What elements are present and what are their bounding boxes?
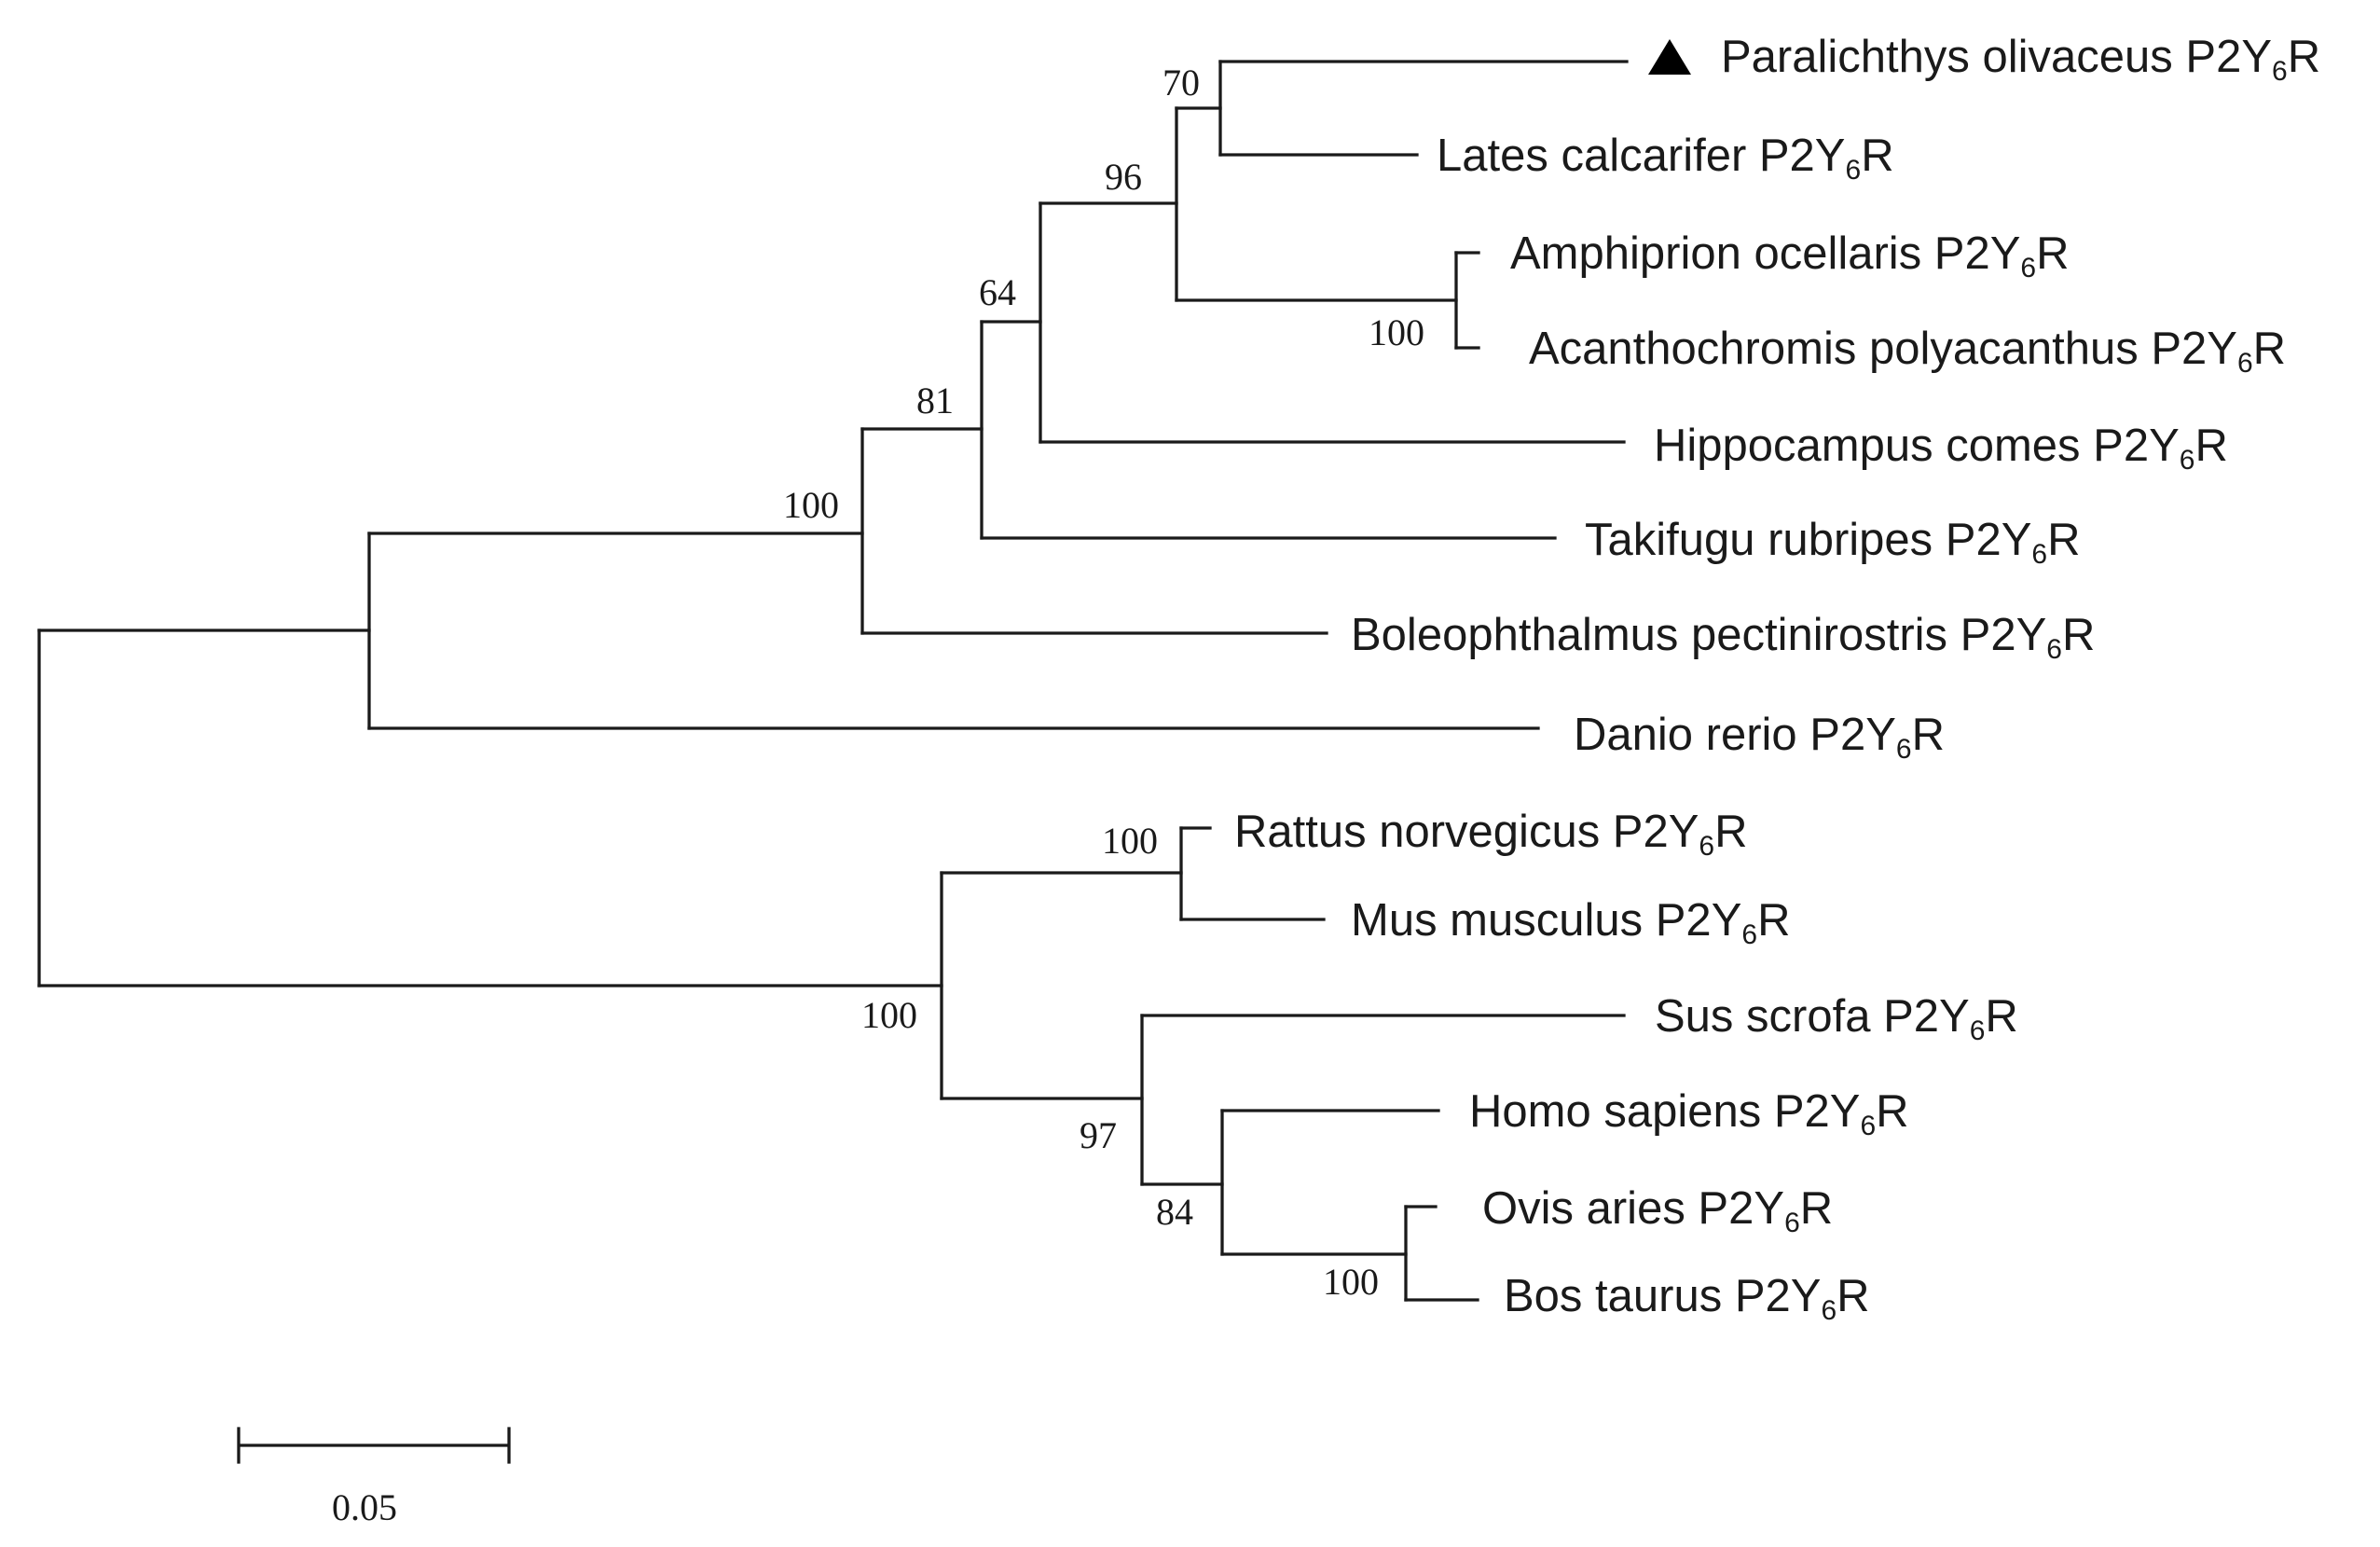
bootstrap-values: 70 96 100 64 81 100 100 100 97 84 100	[783, 62, 1424, 1303]
taxon-label-homo: Homo sapiens P2Y6R	[1469, 1086, 1909, 1141]
filled-triangle-icon	[1648, 39, 1691, 75]
bootstrap-value: 81	[916, 380, 954, 421]
taxon-label-lates: Lates calcarifer P2Y6R	[1437, 131, 1894, 186]
bootstrap-value: 100	[1323, 1261, 1379, 1303]
taxon-label-bos: Bos taurus P2Y6R	[1504, 1271, 1870, 1326]
bootstrap-value: 96	[1105, 156, 1142, 198]
taxon-label-paralichthys: Paralichthys olivaceus P2Y6R	[1721, 32, 2320, 87]
scale-bar-label: 0.05	[332, 1486, 397, 1528]
taxon-label-amphiprion: Amphiprion ocellaris P2Y6R	[1510, 228, 2070, 283]
taxon-label-danio: Danio rerio P2Y6R	[1574, 710, 1945, 765]
taxon-label-takifugu: Takifugu rubripes P2Y6R	[1585, 515, 2080, 570]
bootstrap-value: 84	[1156, 1191, 1193, 1233]
scale-bar: 0.05	[237, 1427, 511, 1528]
taxon-label-ovis: Ovis aries P2Y6R	[1482, 1183, 1833, 1238]
taxon-label-sus: Sus scrofa P2Y6R	[1655, 991, 2018, 1046]
bootstrap-value: 100	[861, 994, 917, 1036]
taxon-label-acanthochromis: Acanthochromis polyacanthus P2Y6R	[1529, 324, 2286, 379]
bootstrap-value: 100	[783, 484, 839, 526]
taxon-labels: Paralichthys olivaceus P2Y6R Lates calca…	[1234, 32, 2320, 1326]
scale-bar-line	[237, 1427, 511, 1464]
taxon-label-rattus: Rattus norvegicus P2Y6R	[1234, 807, 1748, 862]
bootstrap-value: 100	[1102, 820, 1158, 862]
bootstrap-value: 64	[979, 271, 1016, 313]
bootstrap-value: 97	[1080, 1114, 1117, 1156]
bootstrap-value: 70	[1162, 62, 1200, 104]
bootstrap-value: 100	[1369, 311, 1424, 353]
taxon-label-boleophthalmus: Boleophthalmus pectinirostris P2Y6R	[1351, 610, 2095, 665]
taxon-label-hippocampus: Hippocampus comes P2Y6R	[1654, 421, 2228, 476]
taxon-label-mus: Mus musculus P2Y6R	[1351, 895, 1790, 950]
tree-branches	[37, 60, 1629, 1302]
